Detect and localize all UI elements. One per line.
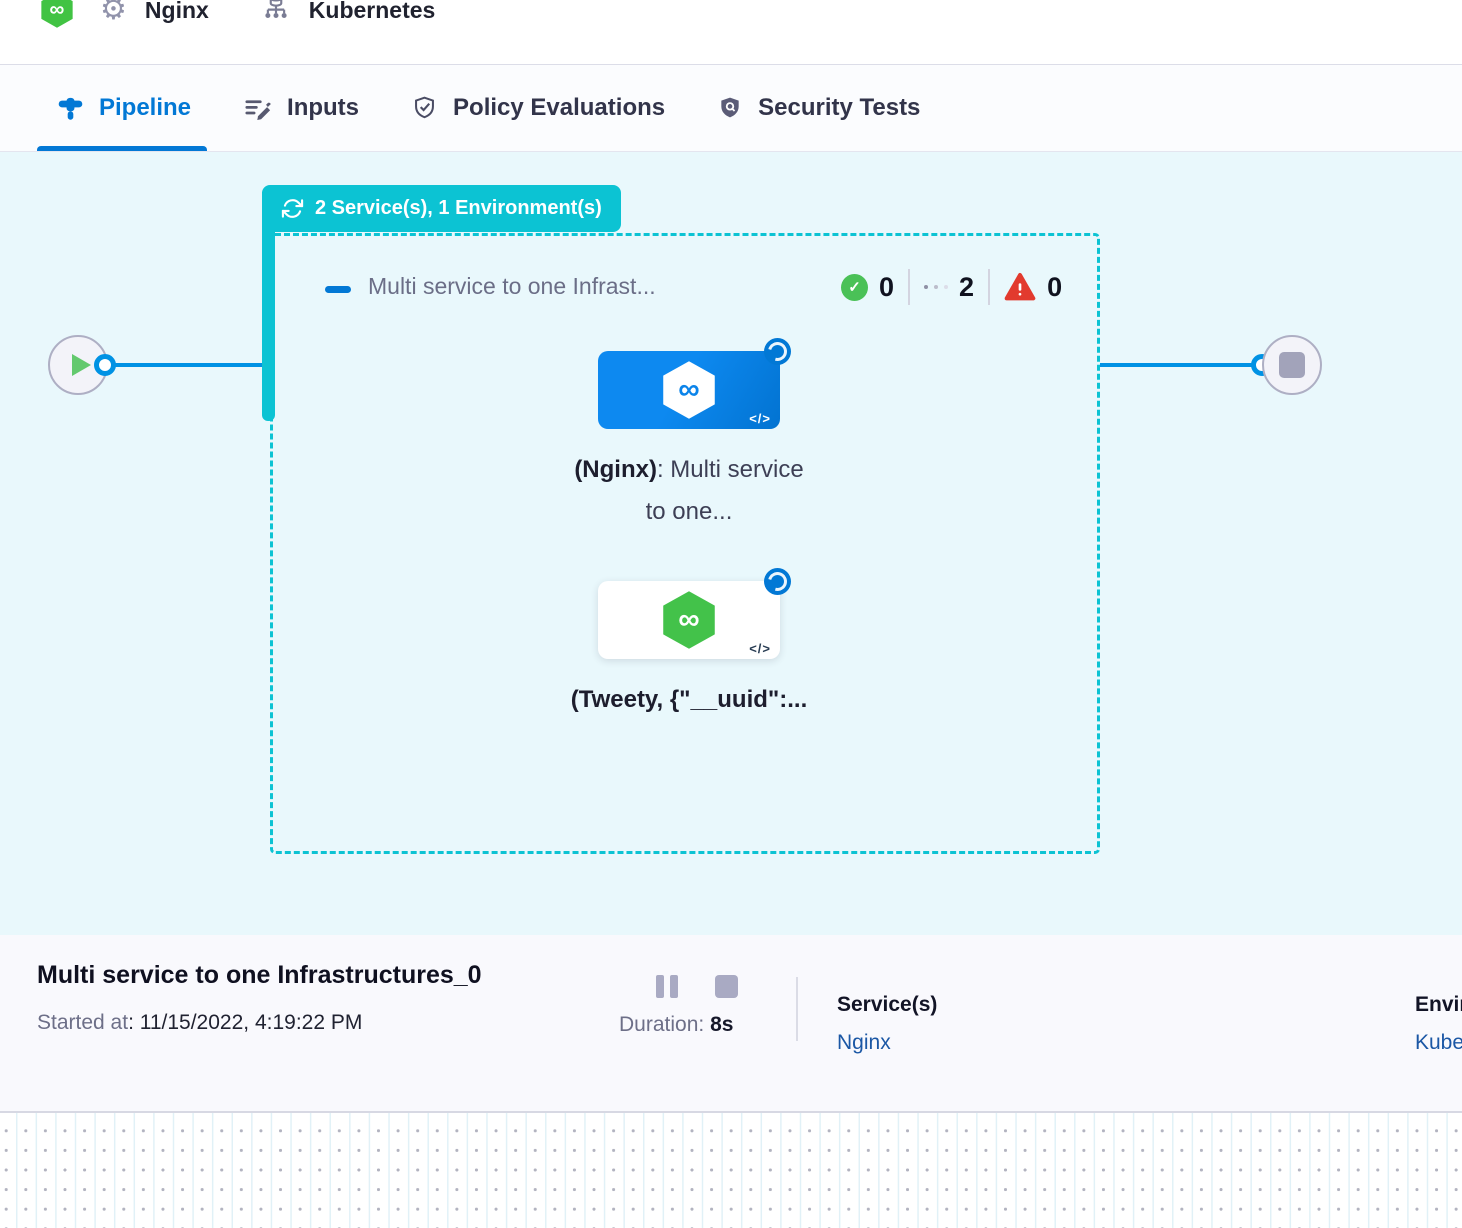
running-spinner-icon	[764, 338, 791, 365]
duration-label: Duration:	[619, 1013, 704, 1036]
log-grid-background	[0, 1113, 1462, 1228]
security-shield-icon	[717, 94, 743, 122]
pause-button[interactable]	[656, 975, 678, 998]
started-at-label: Started at	[37, 1011, 128, 1034]
stage-badge-label: 2 Service(s), 1 Environment(s)	[315, 197, 602, 220]
execution-footer: Multi service to one Infrastructures_0 S…	[0, 935, 1462, 1113]
tab-security-tests[interactable]: Security Tests	[717, 65, 920, 151]
tab-label: Security Tests	[758, 94, 920, 122]
duration-value: 8s	[710, 1013, 733, 1036]
execution-header: ∞ ⚙ Nginx Kubernetes	[0, 0, 1462, 65]
started-at-row: Started at: 11/15/2022, 4:19:22 PM	[37, 1011, 362, 1035]
play-icon	[72, 354, 91, 376]
harness-logo-icon: ∞	[40, 0, 74, 29]
tab-label: Policy Evaluations	[453, 94, 665, 122]
flow-line-left	[105, 363, 265, 367]
abort-button[interactable]	[715, 975, 738, 998]
execution-title: Multi service to one Infrastructures_0	[37, 961, 482, 990]
tab-label: Inputs	[287, 94, 359, 122]
started-at-value: : 11/15/2022, 4:19:22 PM	[128, 1011, 362, 1034]
header-service-name[interactable]: Nginx	[145, 0, 209, 24]
running-spinner-icon	[764, 568, 791, 595]
duration-row: Duration: 8s	[619, 1013, 733, 1037]
tab-policy-evaluations[interactable]: Policy Evaluations	[411, 65, 665, 151]
policy-shield-check-icon	[411, 94, 438, 122]
stop-icon	[1279, 352, 1305, 378]
stage-group-outline	[270, 233, 1100, 854]
infinity-glyph: ∞	[50, 0, 65, 22]
stage-services-badge[interactable]: 2 Service(s), 1 Environment(s)	[262, 185, 621, 232]
services-label: Service(s)	[837, 993, 937, 1017]
environments-label: Environment(s)	[1415, 993, 1462, 1017]
services-column: Service(s) Nginx	[837, 993, 937, 1055]
environment-link-kubernetes[interactable]: Kubernetes	[1415, 1031, 1462, 1055]
tab-label: Pipeline	[99, 94, 191, 122]
start-connector-dot	[94, 354, 116, 376]
inputs-tab-icon	[243, 95, 272, 122]
service-link-nginx[interactable]: Nginx	[837, 1031, 937, 1055]
pipeline-canvas: 2 Service(s), 1 Environment(s) Multi ser…	[0, 152, 1462, 935]
gear-icon: ⚙	[100, 0, 127, 25]
environment-icon	[261, 0, 291, 27]
pipeline-tab-icon	[57, 95, 84, 122]
header-environment-name[interactable]: Kubernetes	[309, 0, 436, 24]
cycle-icon	[281, 197, 304, 220]
tab-pipeline[interactable]: Pipeline	[57, 65, 191, 151]
header-breadcrumb: ∞ ⚙ Nginx Kubernetes	[40, 0, 435, 34]
pipeline-end-node	[1262, 335, 1322, 395]
execution-tabbar: Pipeline Inputs Policy Evaluations	[0, 65, 1462, 152]
flow-line-right	[1100, 363, 1262, 367]
environments-column: Environment(s) Kubernetes	[1415, 993, 1462, 1055]
tab-inputs[interactable]: Inputs	[243, 65, 359, 151]
divider	[796, 977, 798, 1041]
